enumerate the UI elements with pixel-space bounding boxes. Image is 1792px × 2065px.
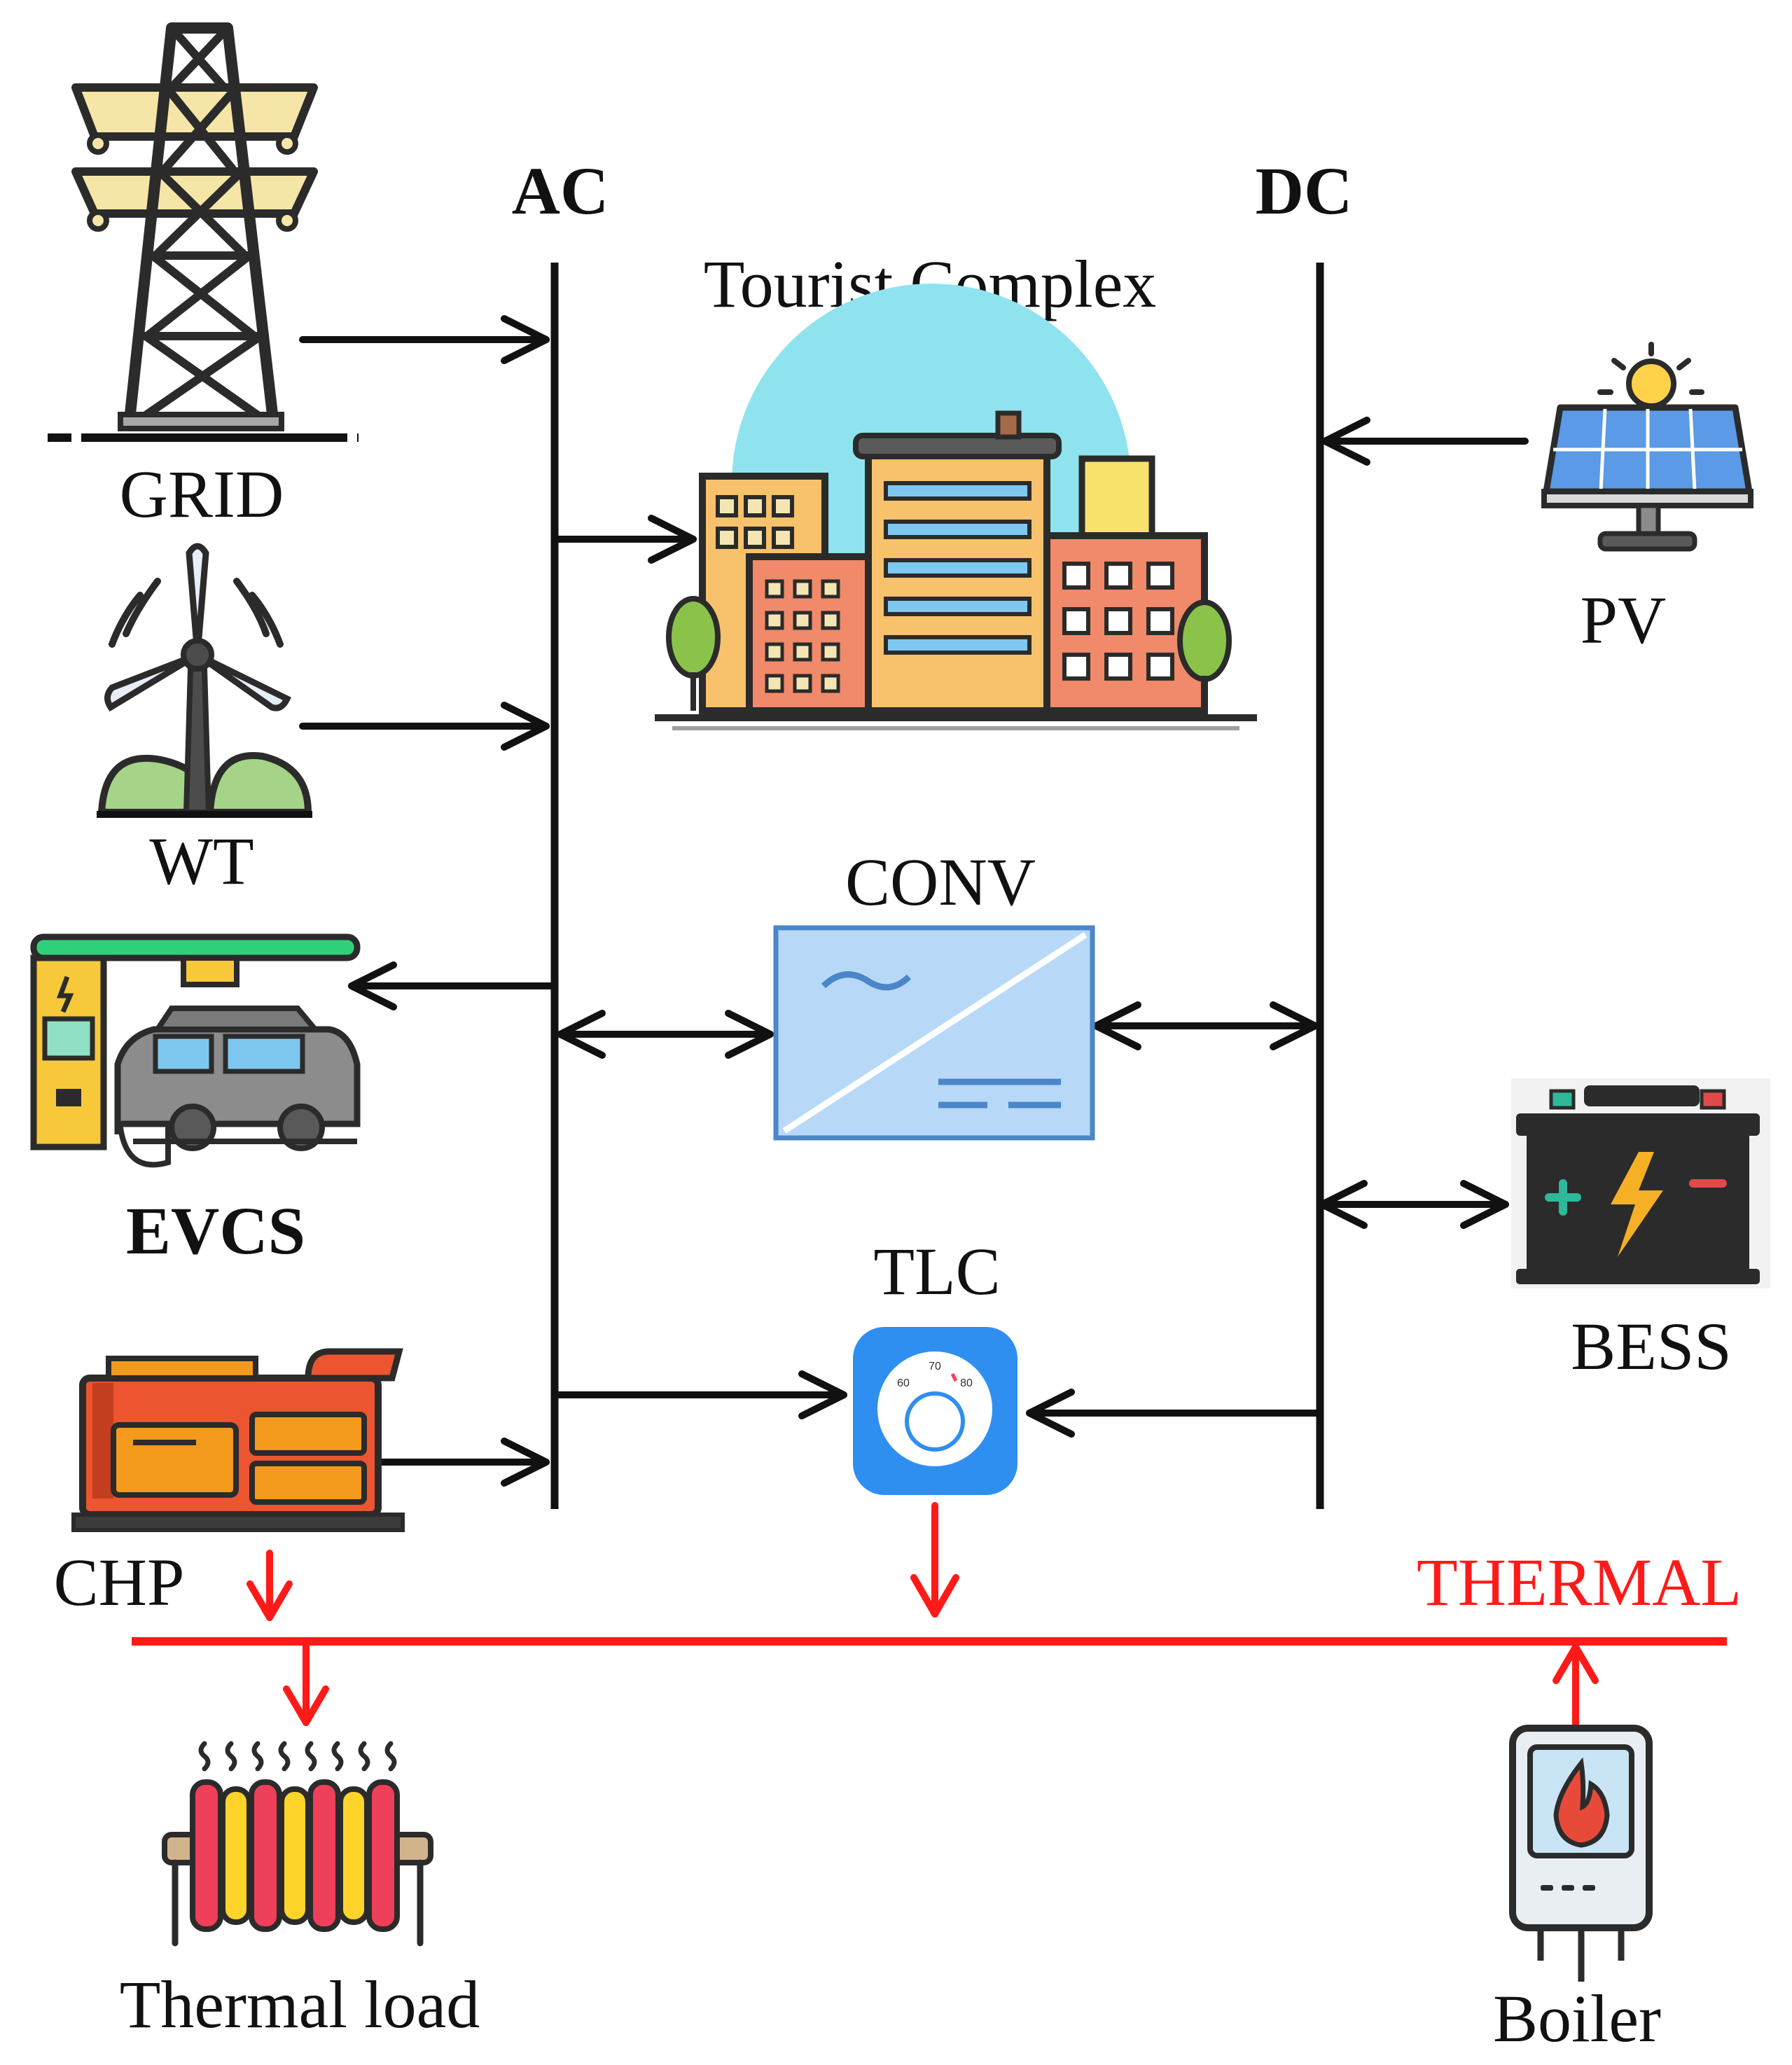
radiator-icon (162, 1741, 433, 1947)
arrow-ac-to-complex (554, 515, 697, 564)
evcs-label: EVCS (126, 1193, 305, 1268)
ac-bus-label: AC (512, 153, 609, 228)
flow-arrows (299, 315, 1529, 1487)
solar-panel-icon (1541, 342, 1753, 552)
arrow-dc-to-tlc (1026, 1389, 1320, 1438)
ev-charging-station-icon (30, 933, 361, 1168)
arrow-ac-to-tlc (554, 1370, 847, 1419)
arrow-dc-bess (1319, 1180, 1509, 1229)
wt-label: WT (149, 823, 253, 898)
boiler-label: Boiler (1493, 1981, 1661, 2056)
tlc-tick-60: 60 (897, 1377, 910, 1389)
thermal-bus-label: THERMAL (1417, 1545, 1742, 1620)
arrow-thermal-to-load (283, 1642, 329, 1726)
chp-generator-icon (71, 1348, 405, 1532)
city-buildings-icon (655, 284, 1257, 730)
arrow-wt-to-ac (299, 702, 550, 751)
arrow-conv-dc (1092, 1001, 1319, 1050)
arrow-boiler-to-thermal (1553, 1643, 1599, 1727)
thermal-arrows (246, 1502, 1599, 1727)
chp-label: CHP (54, 1545, 185, 1620)
ac-dc-converter-icon (773, 925, 1095, 1141)
transmission-tower-icon (48, 22, 359, 442)
tlc-tick-70: 70 (929, 1361, 941, 1372)
arrow-grid-to-ac (299, 315, 550, 364)
arrow-chp-to-ac (375, 1438, 550, 1487)
arrow-ac-to-evcs (348, 961, 555, 1010)
grid-label: GRID (120, 457, 284, 531)
wind-turbine-icon (97, 543, 312, 818)
arrow-pv-to-dc (1321, 417, 1529, 466)
boiler-icon (1509, 1725, 1653, 1982)
tlc-label: TLC (873, 1234, 1000, 1309)
dc-bus-label: DC (1256, 153, 1353, 228)
tlc-tick-80: 80 (960, 1377, 973, 1389)
bess-label: BESS (1571, 1309, 1731, 1384)
pv-label: PV (1581, 583, 1667, 658)
conv-label: CONV (845, 844, 1036, 919)
arrow-tlc-to-thermal (910, 1502, 959, 1618)
battery-icon (1511, 1078, 1770, 1288)
arrow-ac-conv (557, 1010, 774, 1059)
thermal-load-label: Thermal load (120, 1967, 480, 2042)
arrow-chp-to-thermal (246, 1550, 293, 1621)
thermostat-dial-icon: 60 70 80 (853, 1327, 1017, 1495)
